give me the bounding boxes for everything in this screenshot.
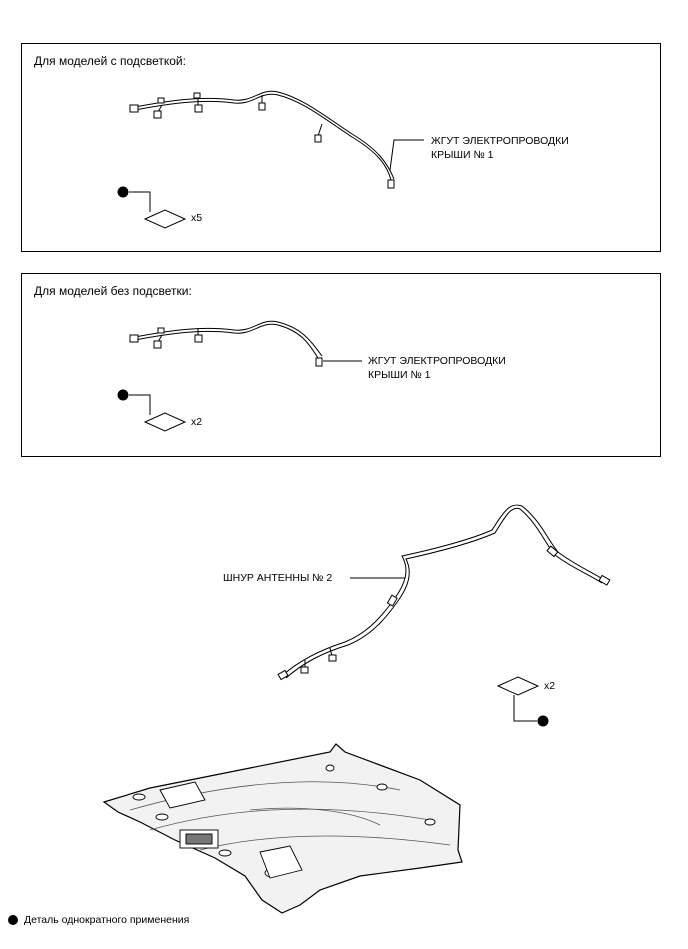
panel-without-lighting: Для моделей без подсветки: ЖГУТ ЭЛЕКТРОП… bbox=[21, 273, 661, 457]
callout-line-1: ЖГУТ ЭЛЕКТРОПРОВОДКИ bbox=[431, 135, 569, 147]
callout-line-2: КРЫШИ № 1 bbox=[368, 369, 431, 381]
roof-harness-unlit-drawing bbox=[117, 320, 362, 432]
roof-harness-lit-drawing bbox=[117, 90, 424, 229]
antenna-clip-quantity: x2 bbox=[544, 680, 556, 692]
legend-text: Деталь однократного применения bbox=[24, 914, 190, 926]
antenna-cord-label: ШНУР АНТЕННЫ № 2 bbox=[223, 572, 333, 584]
panel-title: Для моделей с подсветкой: bbox=[34, 54, 186, 68]
harness-callout-label: ЖГУТ ЭЛЕКТРОПРОВОДКИ КРЫШИ № 1 bbox=[368, 354, 506, 382]
harness-callout-label: ЖГУТ ЭЛЕКТРОПРОВОДКИ КРЫШИ № 1 bbox=[431, 134, 569, 162]
clip-quantity: x2 bbox=[191, 416, 203, 428]
single-use-part-icon bbox=[8, 915, 18, 925]
callout-line-1: ЖГУТ ЭЛЕКТРОПРОВОДКИ bbox=[368, 355, 506, 367]
callout-line-2: КРЫШИ № 1 bbox=[431, 149, 494, 161]
legend: Деталь однократного применения bbox=[8, 914, 189, 926]
panel-with-lighting: Для моделей с подсветкой: bbox=[21, 43, 661, 252]
panel-title: Для моделей без подсветки: bbox=[34, 284, 192, 298]
clip-quantity: x5 bbox=[191, 212, 203, 224]
